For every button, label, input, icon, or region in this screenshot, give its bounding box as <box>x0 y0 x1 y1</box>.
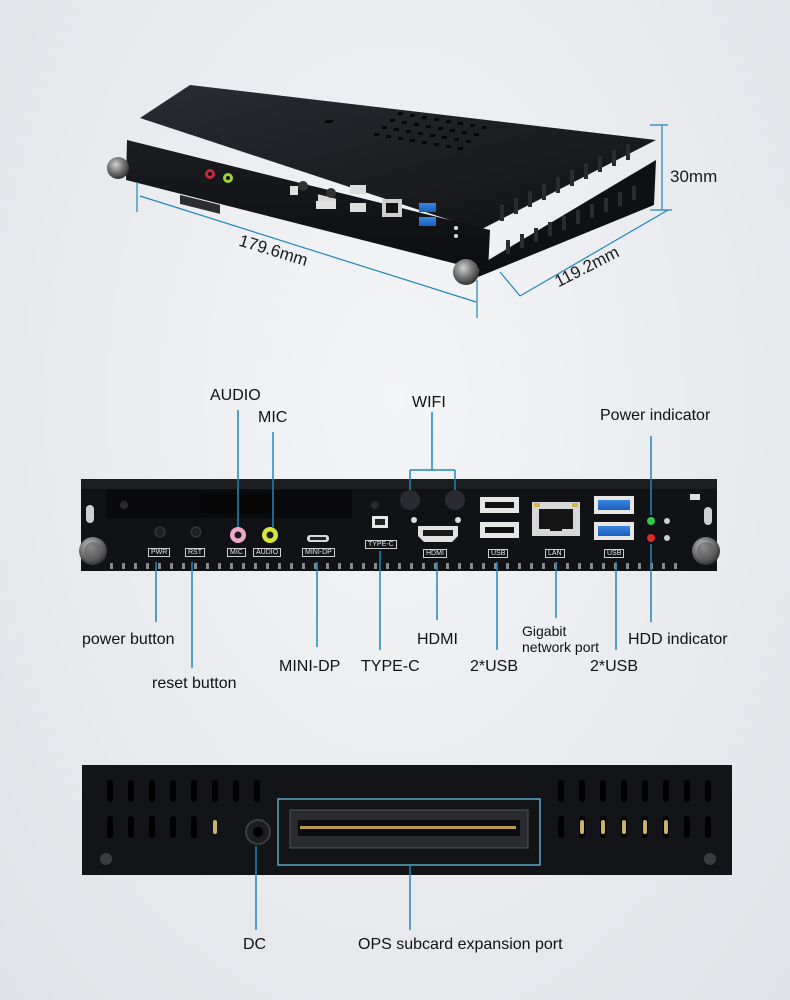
silk-pwr: PWR <box>148 548 171 557</box>
label-power-button: power button <box>82 631 175 648</box>
label-type-c: TYPE-C <box>361 658 420 675</box>
power-led <box>647 517 655 525</box>
label-gigabit-line2: network port <box>522 639 600 655</box>
silk-hdmi: HDMI <box>423 549 447 558</box>
label-wifi: WIFI <box>412 394 446 411</box>
pc-front-face <box>126 140 490 272</box>
label-audio: AUDIO <box>210 387 261 404</box>
label-usb-left: 2*USB <box>470 658 519 675</box>
silk-lan: LAN <box>545 549 565 558</box>
silk-rst: RST <box>185 548 205 557</box>
pc-side-vents <box>500 144 636 254</box>
label-usb-right: 2*USB <box>590 658 639 675</box>
silk-type-c: TYPE-C <box>365 540 397 549</box>
wifi-antenna-right <box>445 490 465 510</box>
power-button <box>154 526 166 538</box>
front-panel-view <box>79 410 720 668</box>
ops-connector-pins <box>300 826 516 829</box>
pc-isometric-view <box>107 85 672 318</box>
pc-top-face <box>140 85 656 230</box>
pc-top-vent-dots <box>374 112 487 150</box>
label-mini-dp: MINI-DP <box>279 658 341 675</box>
rear-screw-right <box>704 853 716 865</box>
height-dimension-label: 30mm <box>670 167 718 186</box>
dimension-lines <box>136 124 672 318</box>
rear-vent-highlights <box>213 820 668 834</box>
ops-highlight-box <box>277 798 541 866</box>
silk-usb2: USB <box>604 549 625 558</box>
rear-leader-lines <box>255 846 411 930</box>
label-dc: DC <box>243 936 267 953</box>
thumbscrew-left-3d <box>107 157 129 179</box>
silk-usb: USB <box>488 549 509 558</box>
label-power-indicator: Power indicator <box>600 407 711 424</box>
silk-mic: MIC <box>227 548 246 557</box>
silk-audio: AUDIO <box>253 548 282 557</box>
rear-screw-left <box>100 853 112 865</box>
pc-front-ports <box>180 169 458 238</box>
label-hdd-indicator: HDD indicator <box>628 631 728 648</box>
thumbscrew-right-3d <box>453 259 479 285</box>
front-leader-lines <box>155 410 652 668</box>
label-gigabit-line1: Gigabit <box>522 623 567 639</box>
pc-top-vents <box>323 120 334 123</box>
rear-panel-view <box>82 765 732 930</box>
wifi-antenna-left <box>400 490 420 510</box>
label-mic: MIC <box>258 409 288 426</box>
label-reset-button: reset button <box>152 675 237 692</box>
hdd-led <box>647 534 655 542</box>
label-hdmi: HDMI <box>417 631 458 648</box>
label-ops: OPS subcard expansion port <box>358 936 563 953</box>
silk-mini-dp: MINI-DP <box>302 548 335 557</box>
reset-button <box>190 526 202 538</box>
